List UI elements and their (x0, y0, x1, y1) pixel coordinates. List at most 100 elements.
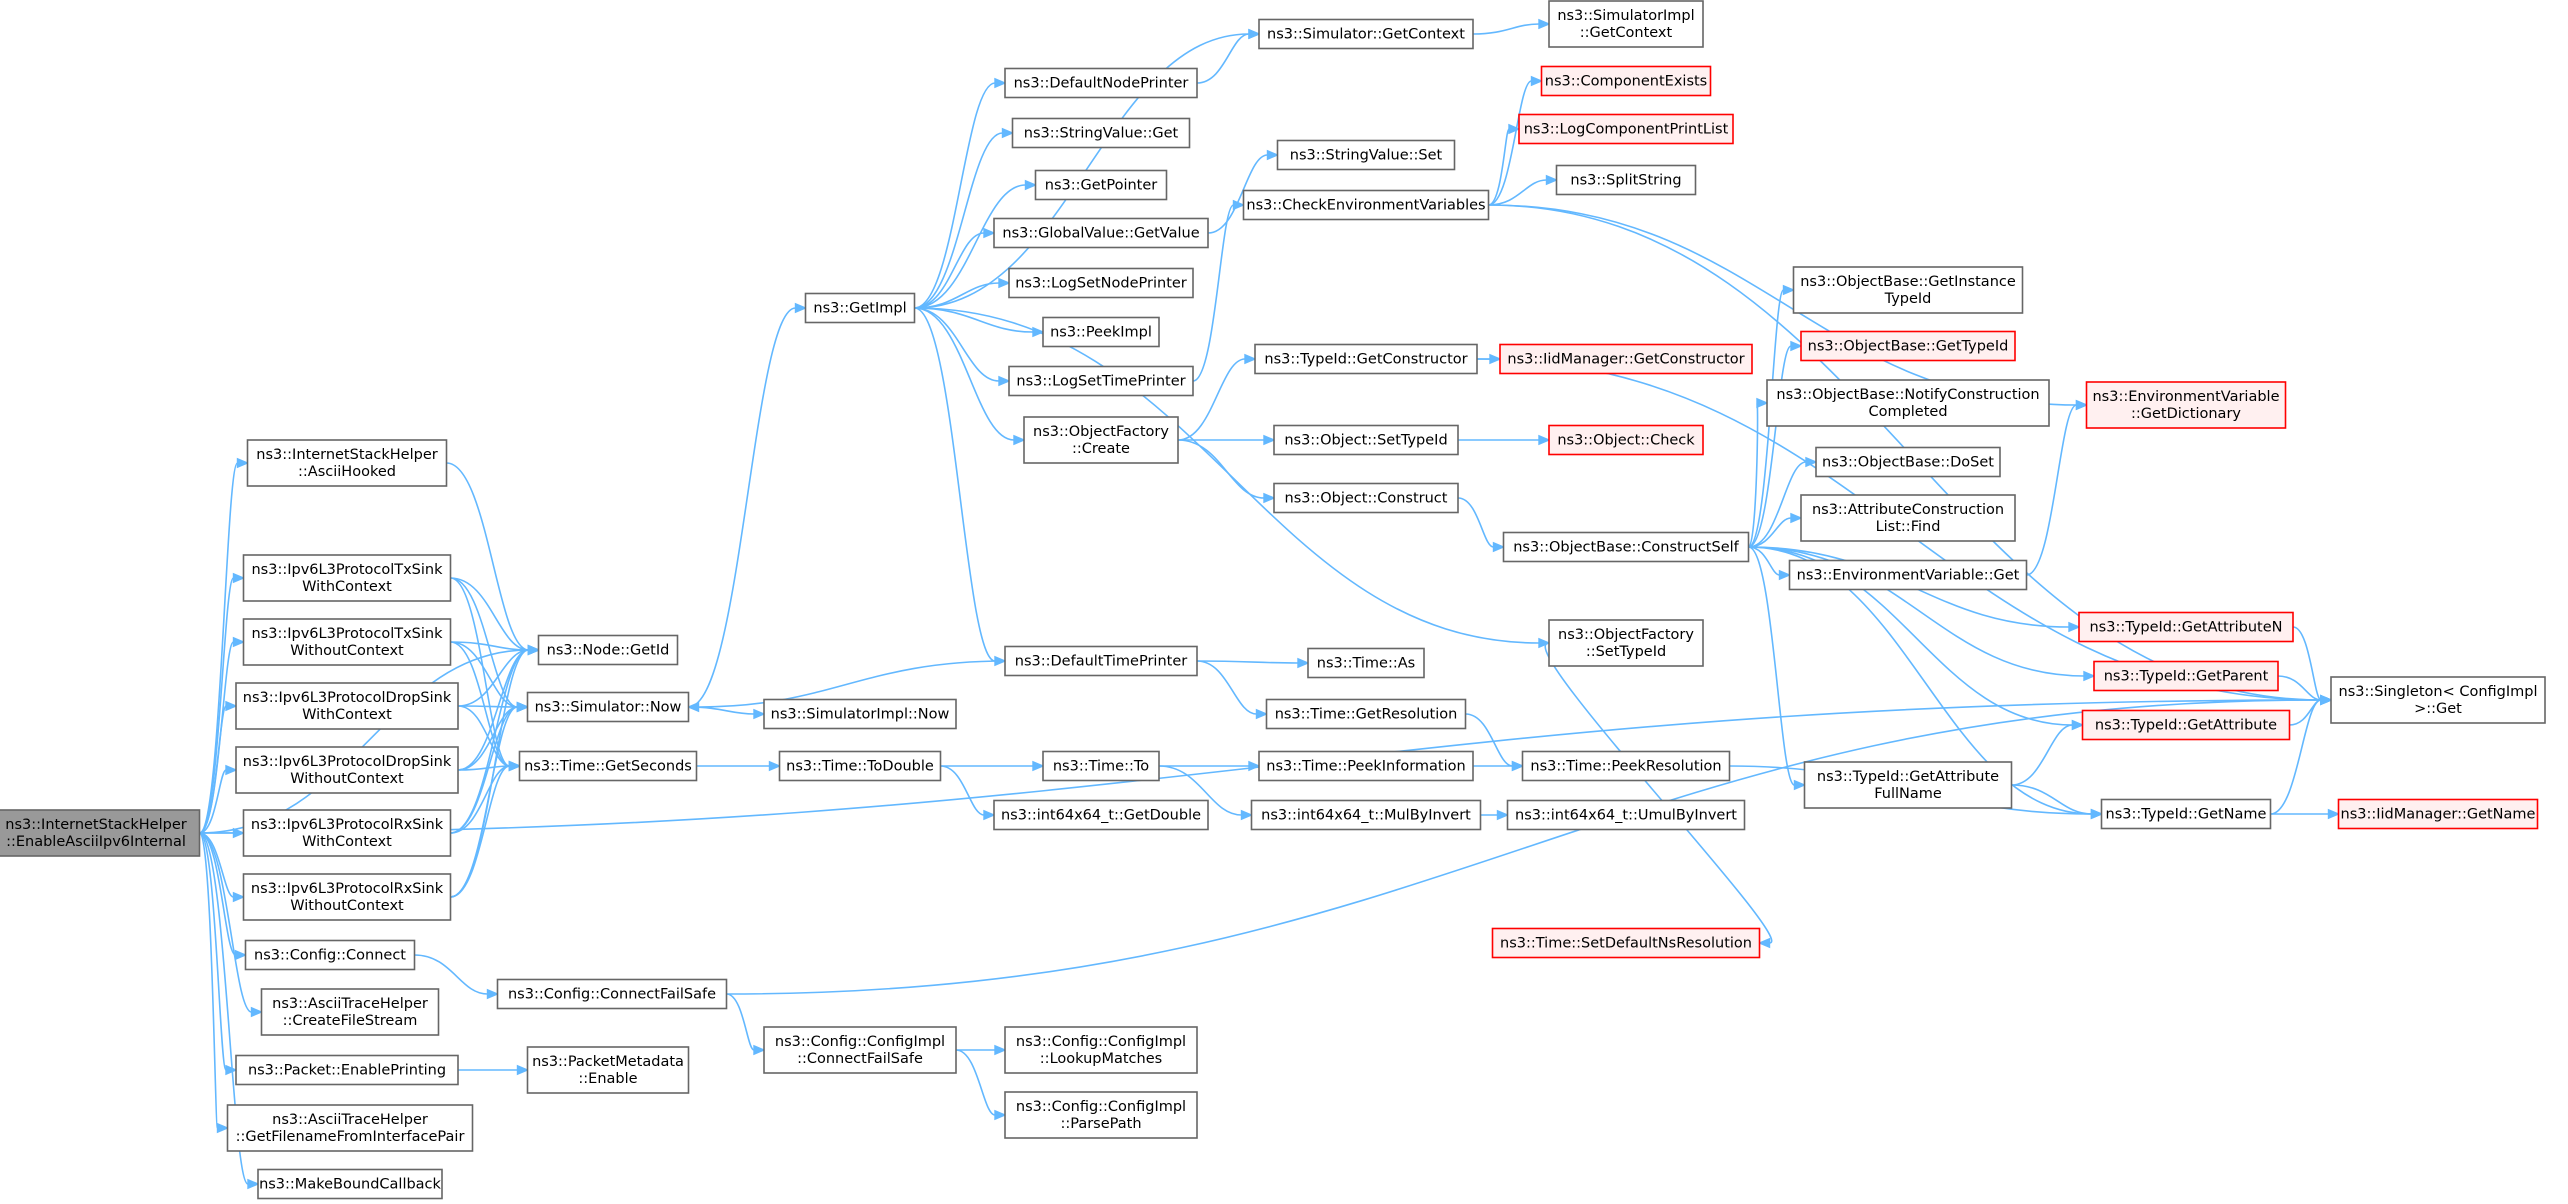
node-stringValueGet[interactable]: ns3::StringValue::Get (1011, 117, 1191, 149)
node-box (537, 634, 679, 666)
node-connectFailSafe[interactable]: ns3::Config::ConnectFailSafe (496, 978, 728, 1010)
node-obGetTypeId[interactable]: ns3::ObjectBase::GetTypeId (1800, 330, 2016, 362)
edge-line (1196, 660, 1299, 664)
node-nodeGetId[interactable]: ns3::Node::GetId (537, 634, 679, 666)
node-objConstruct[interactable]: ns3::Object::Construct (1273, 482, 1459, 514)
node-label: ns3::PeekImpl (1050, 325, 1152, 341)
node-envGet[interactable]: ns3::EnvironmentVariable::Get (1788, 559, 2028, 591)
node-createFileStream[interactable]: ns3::AsciiTraceHelper::CreateFileStream (260, 988, 440, 1036)
node-root[interactable]: ns3::InternetStackHelper::EnableAsciiIpv… (0, 809, 201, 857)
node-typeIdGetConstructor[interactable]: ns3::TypeId::GetConstructor (1254, 343, 1478, 375)
node-stringValueSet[interactable]: ns3::StringValue::Set (1276, 139, 1456, 171)
node-objSetTypeId[interactable]: ns3::Object::SetTypeId (1273, 424, 1459, 456)
node-splitString[interactable]: ns3::SplitString (1555, 164, 1697, 196)
node-defaultTimePrinter[interactable]: ns3::DefaultTimePrinter (1004, 645, 1198, 677)
node-obDoSet[interactable]: ns3::ObjectBase::DoSet (1815, 446, 2001, 478)
node-logSetTimePrinter[interactable]: ns3::LogSetTimePrinter (1008, 365, 1194, 397)
arrowhead (2068, 621, 2081, 633)
node-cfgImplCFS[interactable]: ns3::Config::ConfigImpl::ConnectFailSafe (763, 1026, 957, 1074)
node-logSetNodePrinter[interactable]: ns3::LogSetNodePrinter (1008, 267, 1194, 299)
edge-defaultTimePrinter-timeGetResolution (1196, 660, 1269, 720)
node-ofSetTypeId[interactable]: ns3::ObjectFactory::SetTypeId (1548, 619, 1704, 667)
node-box (763, 1026, 957, 1074)
node-pmEnable[interactable]: ns3::PacketMetadata::Enable (526, 1046, 690, 1094)
node-box (1008, 267, 1194, 299)
arrowhead (2320, 694, 2333, 706)
node-box (1518, 113, 1734, 145)
node-int64GetDouble[interactable]: ns3::int64x64_t::GetDouble (993, 799, 1209, 831)
node-simNow[interactable]: ns3::Simulator::Now (526, 691, 690, 723)
node-logComponentPrintList[interactable]: ns3::LogComponentPrintList (1518, 113, 1734, 145)
node-box (1788, 559, 2028, 591)
edge-ofSetTypeId-setDefaultNsRes (1544, 642, 1773, 949)
node-peekImpl[interactable]: ns3::PeekImpl (1042, 316, 1160, 348)
edge-simNow-getImpl (688, 302, 808, 708)
edge-getImpl-logSetNodePrinter (914, 277, 1011, 309)
node-mulByInvert[interactable]: ns3::int64x64_t::MulByInvert (1250, 799, 1482, 831)
node-umulByInvert[interactable]: ns3::int64x64_t::UmulByInvert (1506, 799, 1746, 831)
node-tidGetParent[interactable]: ns3::TypeId::GetParent (2093, 660, 2279, 692)
node-label: ns3::int64x64_t::MulByInvert (1261, 808, 1471, 824)
node-peekInformation[interactable]: ns3::Time::PeekInformation (1258, 750, 1474, 782)
edge-ofCreate-objSetTypeId (1178, 434, 1276, 446)
node-box (1265, 698, 1467, 730)
node-makeBound[interactable]: ns3::MakeBoundCallback (257, 1168, 443, 1200)
node-defaultNodePrinter[interactable]: ns3::DefaultNodePrinter (1004, 67, 1198, 99)
node-peekResolution[interactable]: ns3::Time::PeekResolution (1521, 750, 1731, 782)
node-timeGetResolution[interactable]: ns3::Time::GetResolution (1265, 698, 1467, 730)
node-box (1548, 0, 1704, 48)
node-label: List::Find (1876, 519, 1941, 535)
edge-gvGetValue-stringValueSet (1207, 149, 1280, 234)
node-envGetDictionary[interactable]: ns3::EnvironmentVariable::GetDictionary (2085, 381, 2287, 429)
node-timeGetSeconds[interactable]: ns3::Time::GetSeconds (518, 750, 698, 782)
node-setDefaultNsRes[interactable]: ns3::Time::SetDefaultNsResolution (1491, 927, 1761, 959)
node-configConnect[interactable]: ns3::Config::Connect (244, 939, 416, 971)
node-label: ns3::LogComponentPrintList (1524, 122, 1729, 138)
node-asciiHooked[interactable]: ns3::InternetStackHelper::AsciiHooked (246, 439, 448, 487)
node-gvGetValue[interactable]: ns3::GlobalValue::GetValue (993, 217, 1209, 249)
node-box (244, 939, 416, 971)
node-ofCreate[interactable]: ns3::ObjectFactory::Create (1023, 416, 1179, 464)
node-getPointer[interactable]: ns3::GetPointer (1034, 169, 1168, 201)
node-simImplGetContext[interactable]: ns3::SimulatorImpl::GetContext (1548, 0, 1704, 48)
node-lookupMatches[interactable]: ns3::Config::ConfigImpl::LookupMatches (1004, 1026, 1198, 1074)
node-getFilename[interactable]: ns3::AsciiTraceHelper::GetFilenameFromIn… (226, 1104, 474, 1152)
node-componentExists[interactable]: ns3::ComponentExists (1540, 65, 1712, 97)
node-singletonGet[interactable]: ns3::Singleton< ConfigImpl >::Get (2330, 676, 2546, 724)
node-getImpl[interactable]: ns3::GetImpl (804, 292, 916, 324)
node-simGetContext[interactable]: ns3::Simulator::GetContext (1258, 18, 1474, 50)
node-toDouble[interactable]: ns3::Time::ToDouble (778, 750, 942, 782)
arrowhead (2071, 719, 2085, 731)
node-checkEnv[interactable]: ns3::CheckEnvironmentVariables (1242, 189, 1490, 221)
node-label: ns3::TypeId::GetConstructor (1264, 352, 1467, 368)
node-timeAs[interactable]: ns3::Time::As (1307, 647, 1425, 679)
edge-defaultTimePrinter-timeAs (1196, 657, 1310, 669)
arrowhead (216, 1122, 230, 1134)
node-objCheck[interactable]: ns3::Object::Check (1548, 424, 1704, 456)
edge-line (1158, 765, 1242, 816)
node-enablePrinting[interactable]: ns3::Packet::EnablePrinting (235, 1054, 459, 1086)
node-constructSelf[interactable]: ns3::ObjectBase::ConstructSelf (1502, 531, 1750, 563)
edge-line (2011, 724, 2073, 786)
node-iidGetName[interactable]: ns3::IidManager::GetName (2337, 798, 2539, 830)
node-label: ns3::Ipv6L3ProtocolTxSink (251, 562, 443, 578)
node-iidGetConstructor[interactable]: ns3::IidManager::GetConstructor (1499, 343, 1753, 375)
node-box (1008, 365, 1194, 397)
node-timeTo[interactable]: ns3::Time::To (1042, 750, 1160, 782)
node-tidGetAttributeN[interactable]: ns3::TypeId::GetAttributeN (2078, 611, 2294, 643)
edge-line (1207, 154, 1268, 234)
node-parsePath[interactable]: ns3::Config::ConfigImpl::ParsePath (1004, 1091, 1198, 1139)
node-simImplNow[interactable]: ns3::SimulatorImpl::Now (763, 698, 957, 730)
node-dropSinkWithout[interactable]: ns3::Ipv6L3ProtocolDropSinkWithoutContex… (235, 746, 459, 794)
node-tidGetName[interactable]: ns3::TypeId::GetName (2100, 798, 2272, 830)
node-tidGetAttribute[interactable]: ns3::TypeId::GetAttribute (2081, 709, 2291, 741)
node-obNotifyConstruction[interactable]: ns3::ObjectBase::NotifyConstructionCompl… (1766, 379, 2050, 427)
